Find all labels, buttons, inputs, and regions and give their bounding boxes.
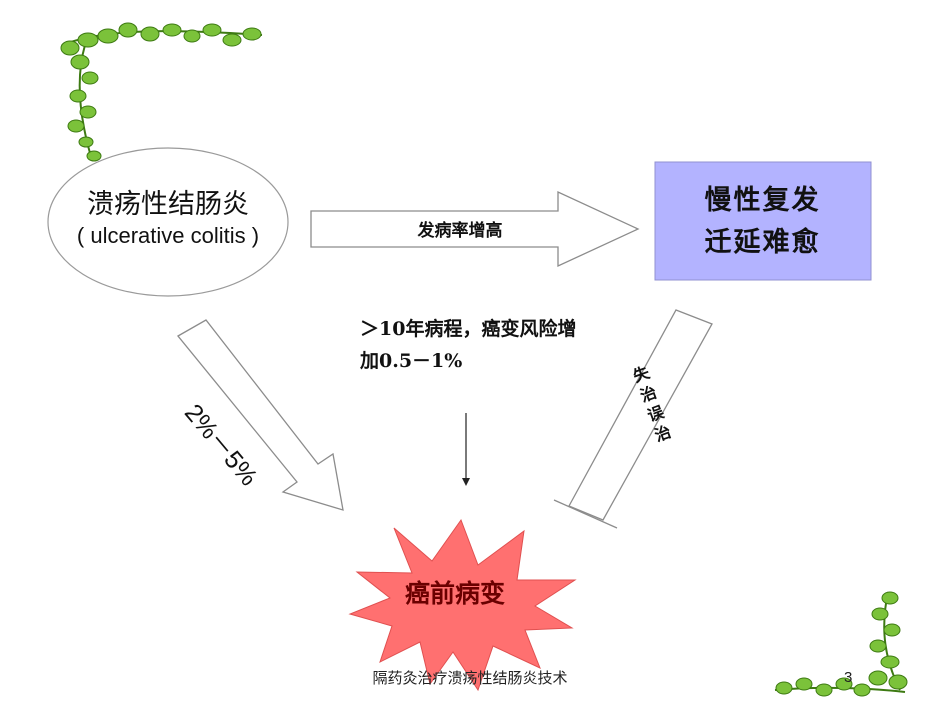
outcome-box-text: 慢性复发 迁延难愈: [655, 180, 870, 264]
down-arrow-small: [462, 413, 470, 486]
outcome-line-2: 迁延难愈: [704, 227, 821, 258]
slide-footer: 隔药灸治疗溃疡性结肠炎技术: [372, 669, 568, 687]
outcome-box: [654, 161, 872, 281]
colitis-name-cn: 溃疡性结肠炎: [87, 189, 249, 220]
precancer-starburst: [348, 518, 577, 692]
blocked-arrow-up: [553, 309, 713, 529]
colitis-ellipse: [47, 147, 289, 297]
incidence-arrow-label: 发病率增高: [417, 221, 503, 241]
outcome-line-1: 慢性复发: [704, 185, 821, 216]
duration-risk-note: ＞10年病程，癌变风险增加0.5－1%: [360, 318, 577, 372]
vine-decoration-top-left: [60, 22, 263, 162]
page-number: 3: [844, 669, 853, 686]
precancer-label: 癌前病变: [404, 579, 505, 608]
colitis-node-text: 溃疡性结肠炎 ( ulcerative colitis ): [48, 188, 288, 250]
block-arrow-diagonal: [177, 319, 344, 511]
vine-decoration-bottom-right: [774, 591, 908, 697]
colitis-name-en: ( ulcerative colitis ): [76, 223, 260, 248]
block-arrow-right: [310, 190, 640, 268]
